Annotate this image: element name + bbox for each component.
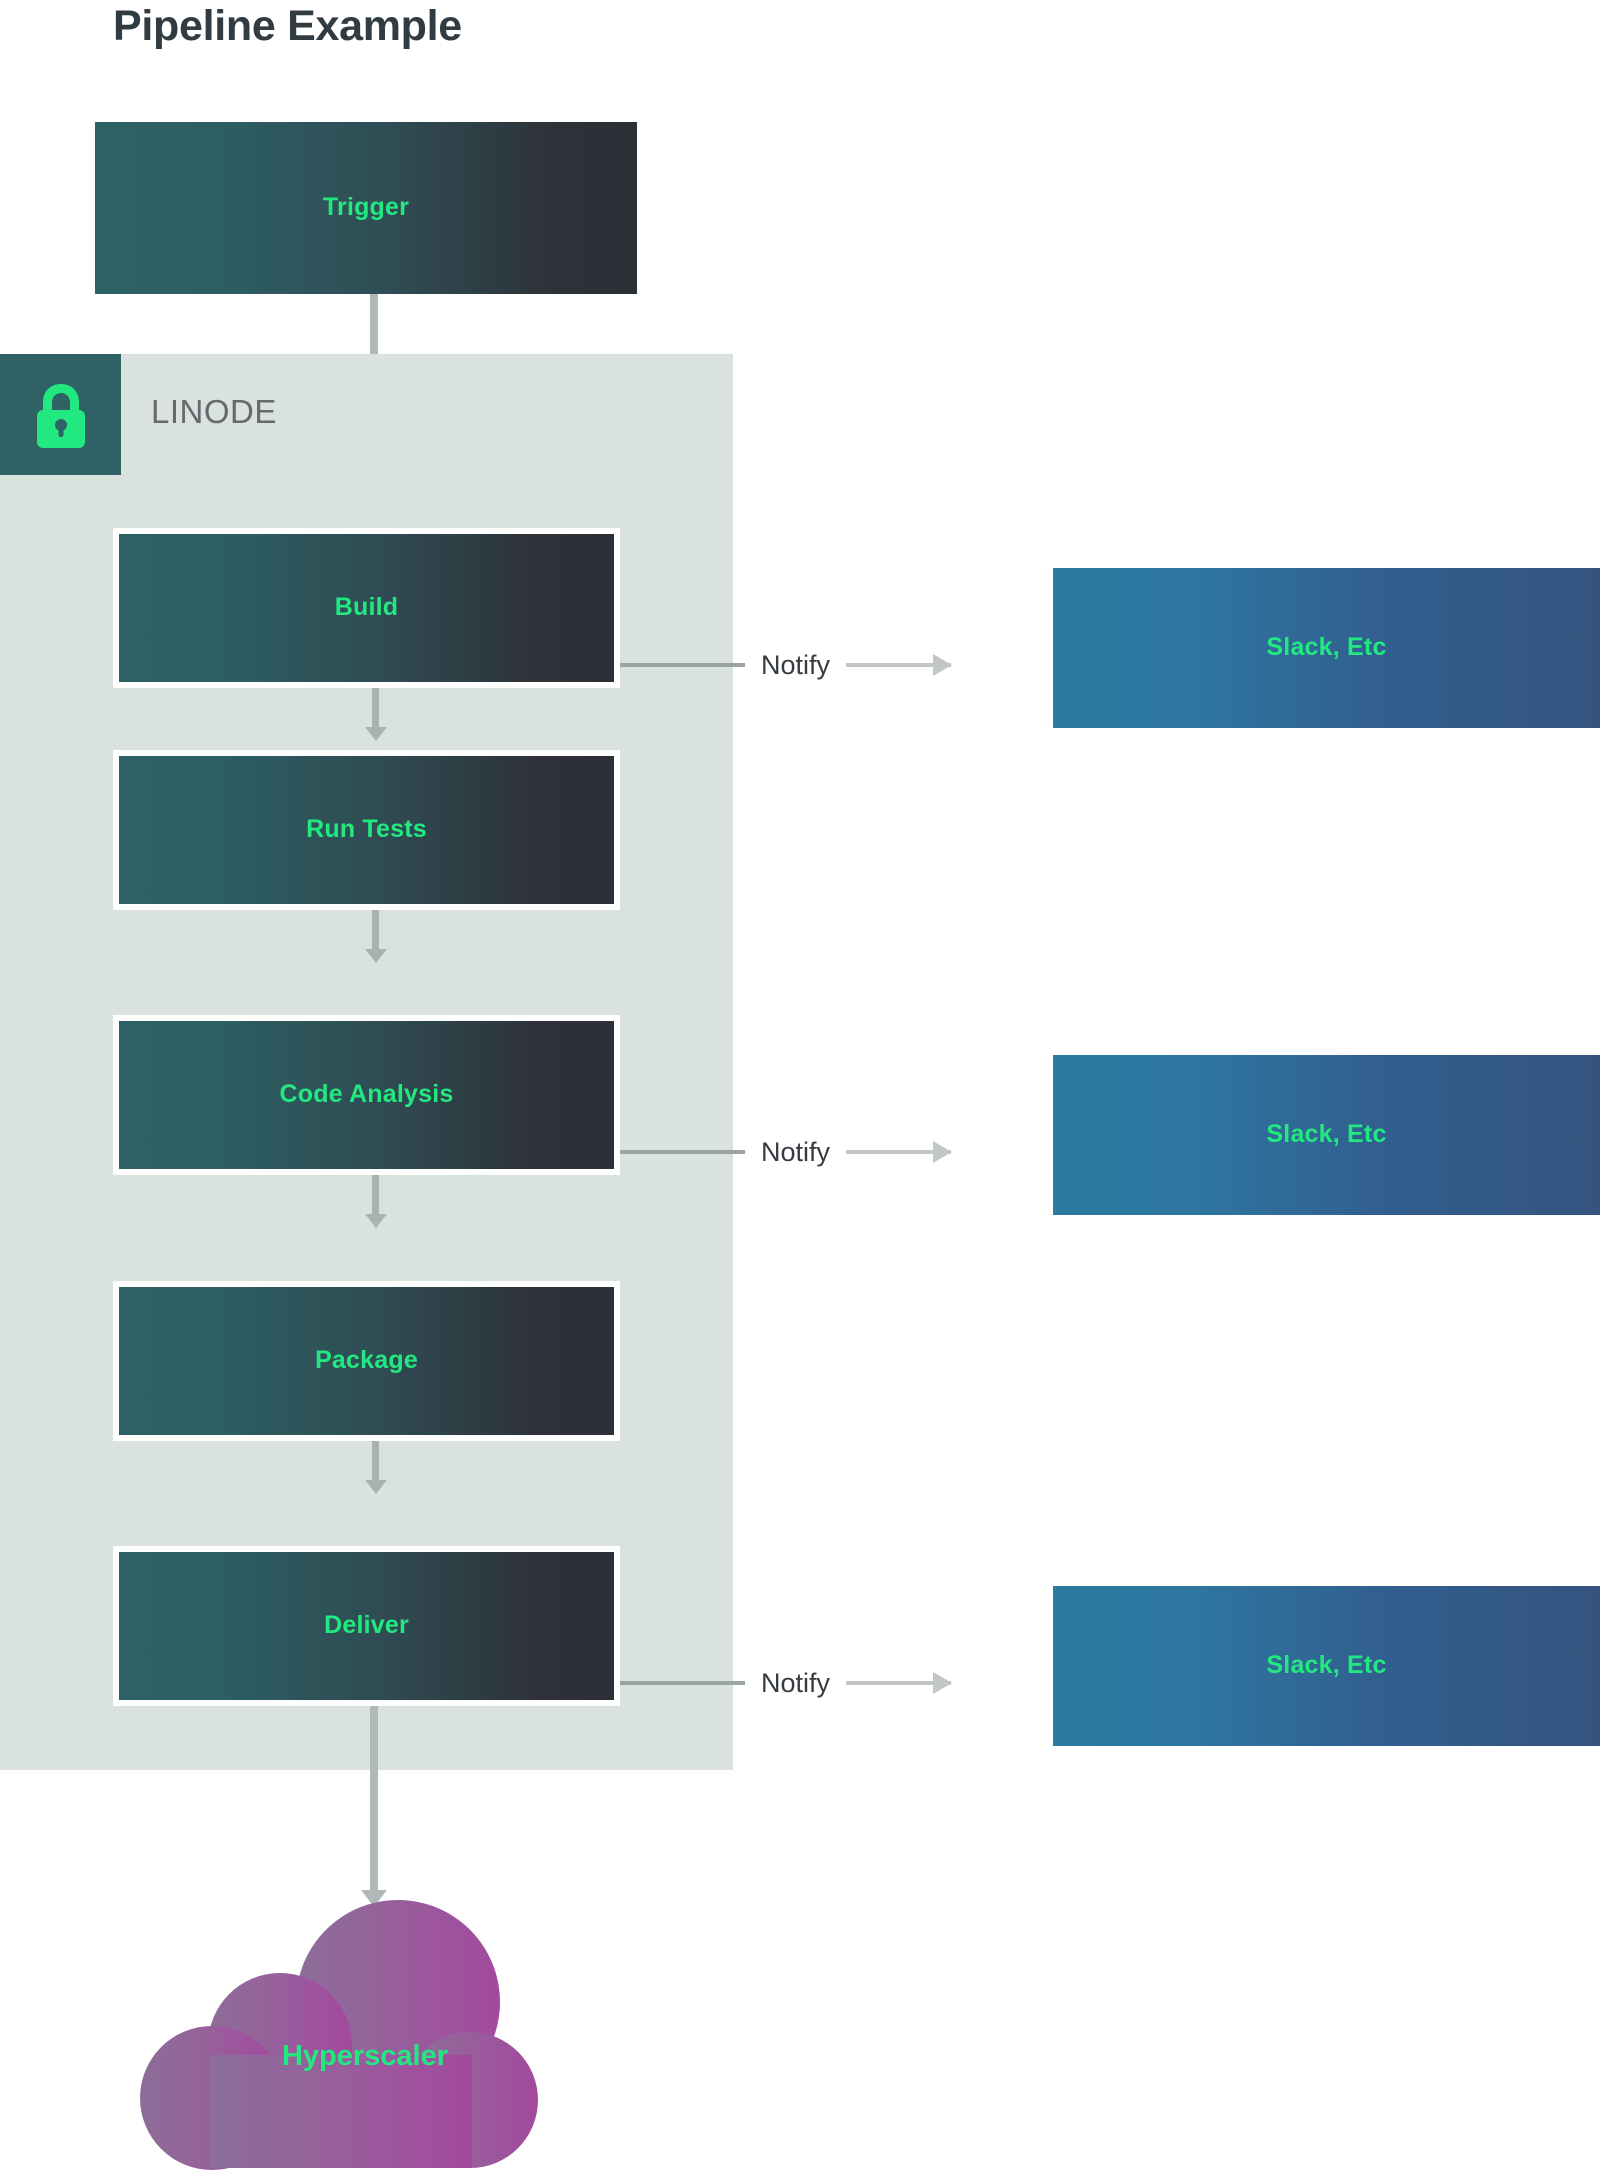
notify-target-label: Slack, Etc: [1266, 1120, 1387, 1149]
trigger-label: Trigger: [322, 193, 410, 222]
notify-target-slack-3[interactable]: Slack, Etc: [1053, 1586, 1600, 1746]
notify-connector-deliver: Notify: [620, 1663, 1053, 1703]
hyperscaler-node[interactable]: Hyperscaler: [140, 1900, 590, 2175]
stage-deliver[interactable]: Deliver: [113, 1546, 620, 1706]
trigger-node[interactable]: Trigger: [95, 122, 637, 294]
arrow-run-tests-to-code-analysis: [372, 910, 379, 950]
notify-line-left: [620, 663, 745, 667]
notify-target-slack-1[interactable]: Slack, Etc: [1053, 568, 1600, 728]
stage-deliver-label: Deliver: [324, 1611, 409, 1640]
notify-label: Notify: [761, 1667, 831, 1698]
stage-code-analysis[interactable]: Code Analysis: [113, 1015, 620, 1175]
page-title: Pipeline Example: [113, 2, 462, 50]
notify-connector-code-analysis: Notify: [620, 1132, 1053, 1172]
notify-target-slack-2[interactable]: Slack, Etc: [1053, 1055, 1600, 1215]
stage-build-label: Build: [334, 593, 399, 622]
stage-run-tests-label: Run Tests: [306, 815, 427, 844]
notify-arrow-right: [846, 1681, 952, 1685]
stage-package[interactable]: Package: [113, 1281, 620, 1441]
linode-label: LINODE: [151, 393, 277, 430]
notify-line-left: [620, 1150, 745, 1154]
notify-label: Notify: [761, 649, 831, 680]
arrow-code-analysis-to-package: [372, 1175, 379, 1215]
arrow-deliver-to-hyperscaler: [370, 1706, 378, 1891]
hyperscaler-label: Hyperscaler: [281, 2040, 449, 2072]
notify-line-left: [620, 1681, 745, 1685]
notify-connector-build: Notify: [620, 645, 1053, 685]
arrow-package-to-deliver: [372, 1441, 379, 1481]
notify-target-label: Slack, Etc: [1266, 1651, 1387, 1680]
notify-arrow-right: [846, 663, 952, 667]
stage-package-label: Package: [315, 1346, 418, 1375]
stage-build[interactable]: Build: [113, 528, 620, 688]
stage-code-analysis-label: Code Analysis: [279, 1080, 454, 1109]
lock-icon: [0, 354, 121, 475]
notify-arrow-right: [846, 1150, 952, 1154]
arrow-build-to-run-tests: [372, 688, 379, 728]
notify-label: Notify: [761, 1136, 831, 1167]
notify-target-label: Slack, Etc: [1266, 633, 1387, 662]
stage-run-tests[interactable]: Run Tests: [113, 750, 620, 910]
